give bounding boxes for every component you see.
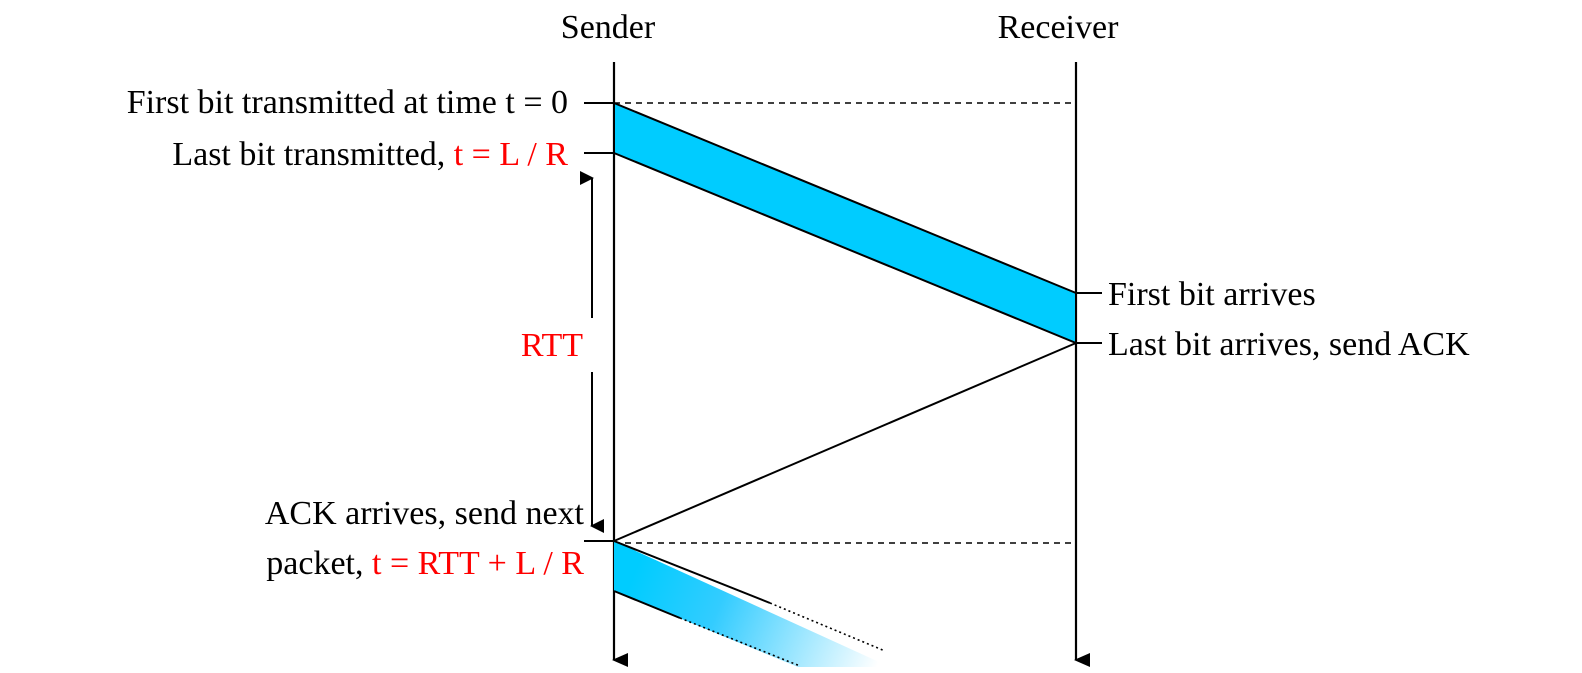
receiver-header: Receiver	[998, 9, 1119, 46]
label-last-bit-eq: t = L / R	[454, 136, 569, 173]
label-rtt: RTT	[521, 327, 583, 364]
label-first-bit-arrives: First bit arrives	[1108, 276, 1316, 313]
packet-band	[613, 101, 1077, 345]
label-ack-arrives-line2: packet, t = RTT + L / R	[266, 545, 584, 582]
next-packet-top-edge-dotted	[769, 602, 886, 652]
label-last-bit-prefix: Last bit transmitted,	[172, 136, 453, 173]
next-packet-band	[614, 541, 890, 667]
next-packet-bottom-edge-dotted	[679, 617, 801, 667]
label-ack-arrives-line1: ACK arrives, send next	[265, 495, 585, 532]
next-packet-bottom-edge	[613, 590, 681, 619]
label-first-bit-transmitted: First bit transmitted at time t = 0	[127, 84, 568, 121]
label-last-bit-transmitted: Last bit transmitted, t = L / R	[172, 136, 568, 173]
sender-header: Sender	[561, 9, 656, 46]
ack-line	[613, 342, 1077, 542]
label-ack-line2-prefix: packet,	[266, 545, 372, 582]
label-ack-line2-eq: t = RTT + L / R	[372, 545, 584, 582]
next-packet-top-edge	[613, 540, 771, 604]
label-last-bit-arrives: Last bit arrives, send ACK	[1108, 326, 1470, 363]
